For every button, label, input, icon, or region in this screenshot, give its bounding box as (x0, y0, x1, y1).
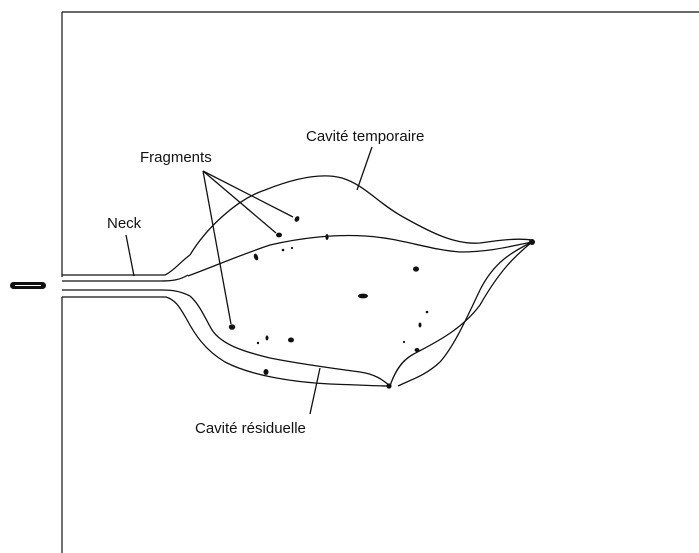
neck-label: Neck (107, 215, 142, 232)
residual-cavity-leader (310, 368, 320, 414)
residual-cavity-label: Cavité résiduelle (195, 420, 306, 437)
fragment (276, 233, 282, 238)
cavity-right-outer-edge (398, 242, 532, 386)
fragment (266, 336, 269, 341)
fragment-marks (229, 215, 429, 375)
neck-inner-lower (62, 290, 190, 296)
fragments-leader-1 (203, 171, 293, 217)
fragment (291, 247, 293, 249)
neck-lower-wall (62, 297, 186, 318)
fragments-label: Fragments (140, 149, 212, 166)
fragment (229, 324, 235, 330)
fragment (264, 369, 269, 375)
fragment (419, 323, 422, 328)
temporary-cavity-lower-outline (186, 318, 390, 386)
neck-upper-wall (62, 255, 190, 275)
neck-inner-upper (62, 275, 188, 281)
temporary-cavity-leader (357, 147, 372, 190)
fragment (294, 215, 301, 222)
bullet-icon (10, 282, 46, 289)
fragment (288, 338, 294, 343)
cavity-tip-dot (529, 239, 535, 245)
fragment (415, 348, 420, 352)
residual-cavity-upper-edge (188, 235, 532, 276)
temporary-cavity-outline (190, 176, 532, 255)
fragment (325, 234, 328, 240)
fragment (403, 341, 405, 343)
neck-leader (126, 235, 134, 276)
fragment (257, 342, 259, 344)
fragment (253, 253, 259, 261)
fragment (413, 266, 419, 271)
gel-block-frame (62, 12, 699, 553)
cavity-right-inner-edge (390, 242, 532, 386)
fragment (358, 294, 368, 299)
temporary-cavity-label: Cavité temporaire (306, 128, 424, 145)
fragments-leader-3 (203, 171, 231, 324)
neck-channel (62, 255, 190, 318)
cavity-bottom-dot (386, 383, 391, 388)
fragment (426, 311, 429, 314)
fragment (282, 249, 285, 252)
